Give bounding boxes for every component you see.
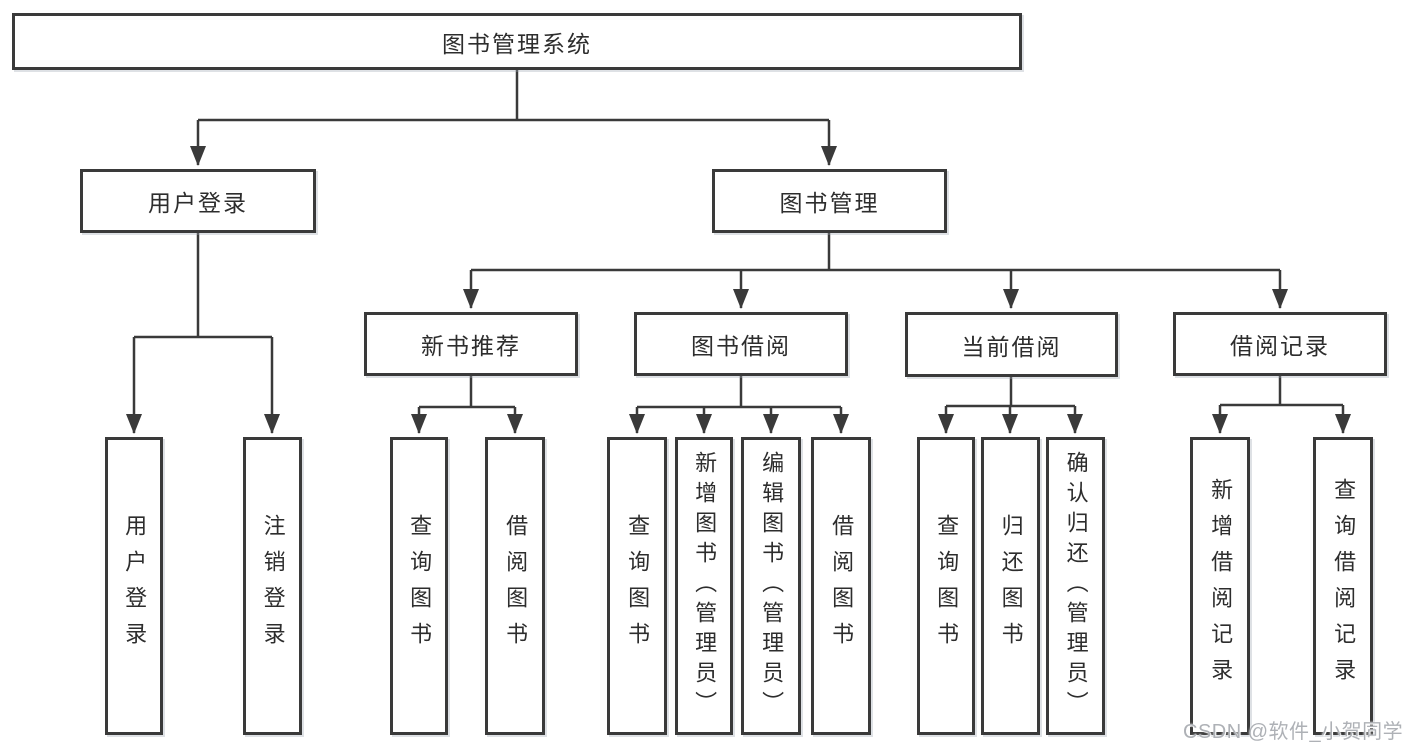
leaf-add-book-admin-label: 新增图书（管理员）: [692, 451, 718, 721]
connector-borrow-records-trunk: [1220, 376, 1343, 407]
node-new-book-recommend: 新书推荐: [364, 312, 578, 376]
connector-book-management-trunk: [471, 233, 1280, 272]
leaf-borrow-books-borrow-label: 借阅图书: [829, 514, 855, 658]
connector-book-borrow-trunk: [637, 376, 841, 409]
leaf-query-books-current-label: 查询图书: [934, 514, 960, 658]
leaf-user-login-label: 用户登录: [122, 514, 148, 658]
leaf-query-books-recommend-label: 查询图书: [407, 514, 433, 658]
leaf-confirm-return-admin: 确认归还（管理员）: [1046, 437, 1105, 735]
node-book-borrow-label: 图书借阅: [691, 333, 791, 359]
leaf-confirm-return-admin-label: 确认归还（管理员）: [1063, 451, 1089, 721]
root-node-label: 图书管理系统: [442, 30, 592, 57]
leaf-borrow-books-borrow: 借阅图书: [811, 437, 871, 735]
leaf-add-book-admin: 新增图书（管理员）: [675, 437, 733, 735]
node-user-login: 用户登录: [80, 169, 316, 233]
connector-current-borrow-trunk: [946, 377, 1075, 408]
leaf-query-books-current: 查询图书: [917, 437, 975, 735]
leaf-query-books-recommend: 查询图书: [390, 437, 448, 735]
node-current-borrow: 当前借阅: [905, 312, 1118, 377]
leaf-logout: 注销登录: [243, 437, 302, 735]
leaf-query-borrow-record: 查询借阅记录: [1313, 437, 1373, 735]
connector-root-trunk: [198, 70, 829, 122]
leaf-edit-book-admin-label: 编辑图书（管理员）: [759, 451, 785, 721]
node-user-login-label: 用户登录: [148, 190, 248, 216]
node-new-book-recommend-label: 新书推荐: [421, 333, 521, 359]
node-borrow-records-label: 借阅记录: [1230, 333, 1330, 359]
leaf-add-borrow-record: 新增借阅记录: [1190, 437, 1250, 735]
leaf-logout-label: 注销登录: [260, 514, 286, 658]
root-node: 图书管理系统: [12, 13, 1022, 70]
node-book-management-label: 图书管理: [779, 190, 880, 216]
leaf-borrow-books-recommend: 借阅图书: [485, 437, 545, 735]
connector-user-login-trunk: [134, 233, 272, 339]
node-book-borrow: 图书借阅: [634, 312, 848, 376]
leaf-add-borrow-record-label: 新增借阅记录: [1208, 478, 1234, 694]
watermark: CSDN @软件_小贺同学: [1183, 721, 1404, 743]
leaf-query-books-borrow-label: 查询图书: [625, 514, 651, 658]
node-book-management: 图书管理: [712, 169, 947, 233]
connector-new-book-trunk: [419, 376, 515, 409]
leaf-borrow-books-recommend-label: 借阅图书: [503, 514, 529, 658]
leaf-user-login: 用户登录: [105, 437, 163, 735]
leaf-edit-book-admin: 编辑图书（管理员）: [741, 437, 801, 735]
node-borrow-records: 借阅记录: [1173, 312, 1387, 376]
leaf-query-books-borrow: 查询图书: [607, 437, 667, 735]
leaf-query-borrow-record-label: 查询借阅记录: [1331, 478, 1357, 694]
node-current-borrow-label: 当前借阅: [961, 333, 1062, 360]
leaf-return-book: 归还图书: [981, 437, 1040, 735]
leaf-return-book-label: 归还图书: [998, 514, 1024, 658]
